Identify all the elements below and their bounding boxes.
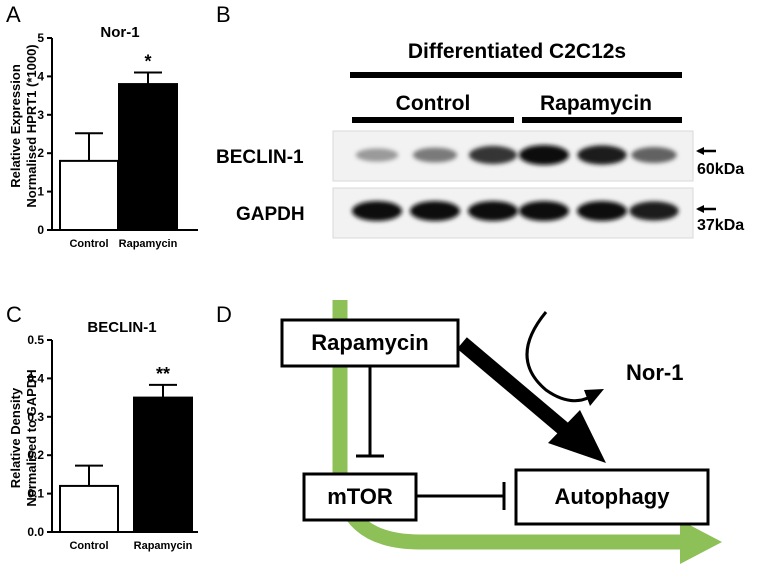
category-label: Control bbox=[69, 540, 108, 552]
y-tick-label: 5 bbox=[37, 31, 44, 45]
y-axis-label-line1: Relative Density bbox=[8, 387, 23, 488]
category-label: Rapamycin bbox=[134, 540, 193, 552]
y-tick-label: 0.2 bbox=[27, 448, 44, 462]
group-label-control: Control bbox=[396, 92, 471, 115]
y-tick-label: 0.0 bbox=[27, 525, 44, 539]
y-tick-label: 1 bbox=[37, 185, 44, 199]
band bbox=[468, 201, 518, 221]
band bbox=[412, 147, 458, 163]
significance-marker: * bbox=[144, 52, 151, 72]
band bbox=[355, 148, 399, 162]
bar bbox=[118, 83, 178, 231]
western-blot: Differentiated C2C12s Control Rapamycin … bbox=[216, 40, 744, 239]
category-label: Control bbox=[69, 238, 108, 250]
y-tick-label: 4 bbox=[37, 69, 44, 83]
panel-label-c: C bbox=[6, 302, 22, 327]
panel-label-d: D bbox=[216, 302, 232, 327]
band bbox=[410, 201, 460, 221]
nor1-label: Nor-1 bbox=[626, 360, 683, 385]
y-axis-label-line2: Normalised to GAPDH bbox=[24, 369, 39, 506]
autophagy-label: Autophagy bbox=[555, 484, 671, 509]
nor1-curve-arrowhead bbox=[584, 389, 604, 406]
y-tick-label: 0.3 bbox=[27, 410, 44, 424]
autophagy-box bbox=[514, 468, 710, 526]
y-tick-label: 0.5 bbox=[27, 333, 44, 347]
rapamycin-box bbox=[280, 318, 460, 368]
chart-beclin1: BECLIN-1 Relative Density Normalised to … bbox=[8, 319, 198, 552]
y-tick-label: 2 bbox=[37, 146, 44, 160]
band bbox=[519, 145, 569, 165]
y-tick-label: 0 bbox=[37, 223, 44, 237]
y-tick-label: 3 bbox=[37, 108, 44, 122]
band bbox=[577, 145, 627, 165]
row-label-beclin: BECLIN-1 bbox=[216, 147, 304, 168]
band bbox=[631, 147, 677, 163]
pathway-arrowhead bbox=[680, 520, 722, 564]
chart-title: Nor-1 bbox=[100, 24, 139, 41]
row-label-gapdh: GAPDH bbox=[236, 204, 305, 225]
activate-shaft bbox=[457, 337, 570, 436]
nor1-curve-arrow bbox=[525, 311, 591, 403]
blot-header: Differentiated C2C12s bbox=[408, 40, 626, 63]
pathway-diagram: Rapamycin mTOR Autophagy Nor-1 bbox=[280, 300, 722, 564]
mtor-label: mTOR bbox=[327, 484, 393, 509]
y-tick-label: 0.4 bbox=[27, 371, 44, 385]
bar bbox=[59, 159, 119, 232]
panel-label-a: A bbox=[6, 2, 21, 27]
chart-title: BECLIN-1 bbox=[87, 319, 156, 336]
gapdh-bands bbox=[352, 201, 679, 221]
bar bbox=[59, 484, 119, 534]
beclin-bands bbox=[355, 145, 677, 165]
activate-head bbox=[548, 410, 606, 463]
bar bbox=[133, 396, 193, 533]
kda-label-37: 37kDa bbox=[697, 217, 744, 234]
rapamycin-label: Rapamycin bbox=[311, 330, 428, 355]
y-tick-label: 0.1 bbox=[27, 487, 44, 501]
band bbox=[469, 145, 517, 165]
kda-label-60: 60kDa bbox=[697, 161, 744, 178]
band bbox=[577, 201, 627, 221]
mtor-box bbox=[302, 472, 418, 522]
y-axis-label-line1: Relative Expression bbox=[8, 64, 23, 188]
y-axis-label-line2: Normalised HPRT1 (*1000) bbox=[24, 44, 39, 207]
panel-label-b: B bbox=[216, 2, 231, 27]
band bbox=[519, 201, 569, 221]
chart-nor1: Nor-1 Relative Expression Normalised HPR… bbox=[8, 24, 198, 250]
category-label: Rapamycin bbox=[119, 238, 178, 250]
significance-marker: ** bbox=[156, 364, 170, 384]
band bbox=[629, 201, 679, 221]
group-label-rapamycin: Rapamycin bbox=[540, 92, 652, 115]
band bbox=[352, 201, 402, 221]
